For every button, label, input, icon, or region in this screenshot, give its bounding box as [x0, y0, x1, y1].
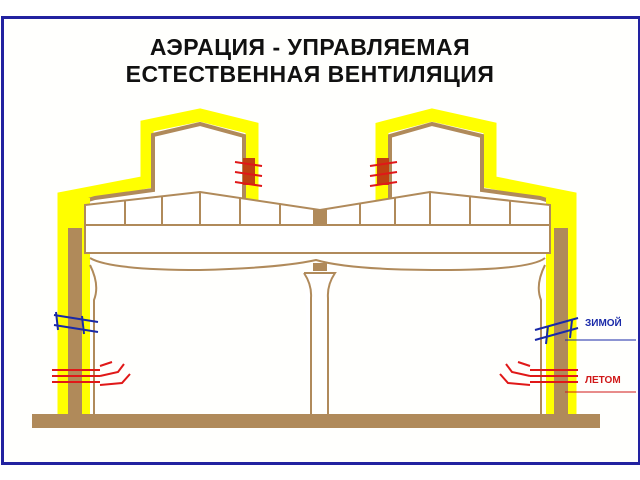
summer-openings-right — [499, 361, 578, 386]
lantern-vent-left — [234, 158, 263, 187]
title-line-1: АЭРАЦИЯ - УПРАВЛЯЕМАЯ — [149, 34, 471, 60]
left-wall-core — [68, 228, 82, 414]
right-wall-core — [554, 228, 568, 414]
winter-openings-left — [53, 311, 99, 335]
lantern-vent-right — [369, 158, 398, 187]
summer-openings-left — [52, 361, 131, 386]
main-beam — [84, 224, 551, 254]
title-line-2: ЕСТЕСТВЕННАЯ ВЕНТИЛЯЦИЯ — [125, 61, 495, 87]
summer-label: ЛЕТОМ — [585, 375, 621, 386]
column-cap — [313, 263, 327, 271]
lower-chord — [89, 257, 546, 272]
roof-truss — [84, 190, 551, 226]
right-bracket — [537, 264, 546, 414]
winter-openings-right — [534, 317, 579, 345]
central-column — [303, 272, 337, 414]
ground-slab — [32, 414, 600, 428]
winter-label: ЗИМОЙ — [585, 318, 622, 329]
left-bracket — [89, 264, 98, 414]
